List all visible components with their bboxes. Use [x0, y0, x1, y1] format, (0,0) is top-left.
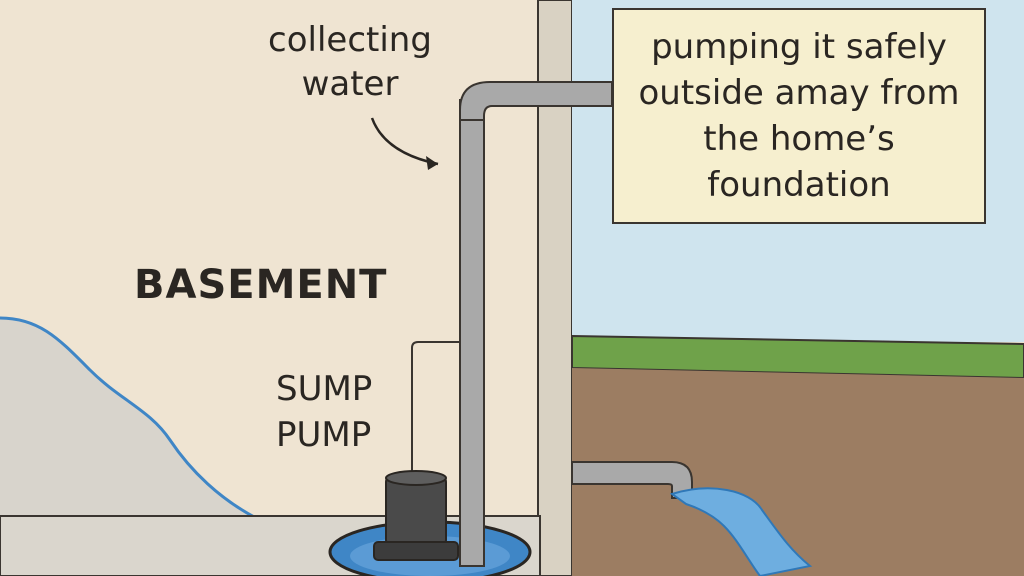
grass [571, 334, 1024, 380]
collecting-water-label: collecting water [268, 20, 432, 104]
soil [572, 368, 1024, 576]
sump-label-line1: SUMP [276, 369, 373, 409]
discharge-pipe-vertical [459, 99, 485, 567]
callout-text: pumping it safely outside amay from the … [638, 27, 960, 205]
basement-label: BASEMENT [134, 262, 388, 308]
sump-pump-base [373, 541, 459, 561]
seeping-water [0, 318, 330, 576]
sump-pump-body [385, 475, 447, 547]
float-switch-wire [411, 341, 460, 480]
discharged-water [669, 487, 813, 576]
discharge-pipe-elbow [459, 81, 613, 121]
callout-box: pumping it safely outside amay from the … [612, 8, 986, 224]
collecting-arrowhead [426, 156, 438, 170]
outlet-pipe [571, 461, 693, 499]
sump-label-line2: PUMP [276, 415, 372, 455]
sump-pump-label: SUMP PUMP [276, 366, 372, 458]
sump-pump-top [385, 470, 447, 486]
